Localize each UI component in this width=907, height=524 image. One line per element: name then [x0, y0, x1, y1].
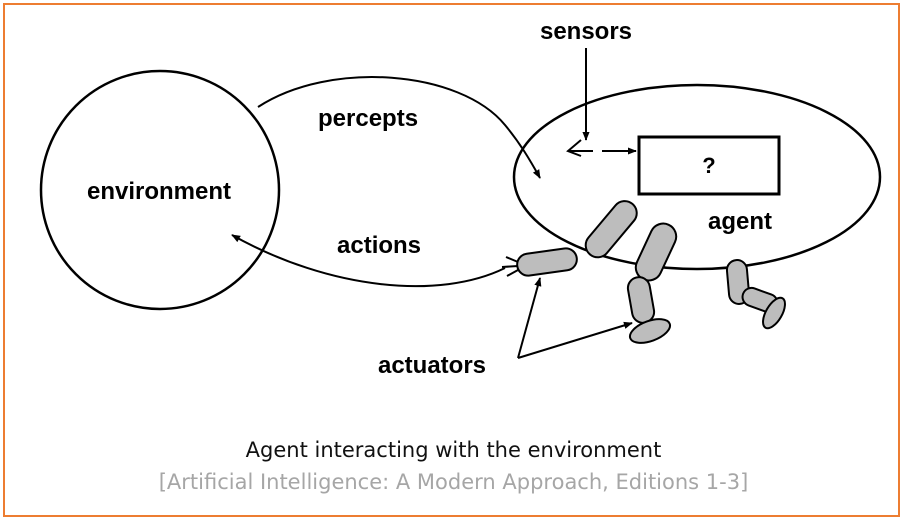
actions-label: actions — [337, 232, 421, 259]
actuator-arrow-leg — [517, 321, 633, 359]
middle-leg-thigh — [634, 222, 678, 282]
actuator-arrow-arm — [517, 277, 542, 359]
agent-program-box — [637, 135, 781, 196]
left-arm-upper — [584, 200, 638, 259]
back-foot — [762, 296, 786, 330]
agent-label: agent — [708, 208, 772, 235]
percepts-arrow — [257, 76, 541, 179]
middle-foot — [628, 318, 672, 344]
left-arm-forearm — [516, 247, 578, 277]
environment-label: environment — [87, 178, 231, 205]
environment-circle — [39, 69, 281, 311]
hand-icon — [501, 256, 519, 277]
figure-source: [Artificial Intelligence: A Modern Appro… — [158, 470, 749, 494]
middle-leg-shin — [626, 276, 656, 324]
eye-icon — [566, 139, 593, 157]
figure-caption: Agent interacting with the environment — [245, 438, 662, 462]
actions-arrow — [231, 234, 506, 288]
question-mark-label: ? — [702, 153, 715, 178]
agent-ellipse — [512, 83, 882, 271]
actuators-label: actuators — [378, 352, 486, 379]
sensors-label: sensors — [540, 18, 632, 45]
actuator-limbs — [501, 200, 786, 344]
percepts-label: percepts — [318, 105, 418, 132]
